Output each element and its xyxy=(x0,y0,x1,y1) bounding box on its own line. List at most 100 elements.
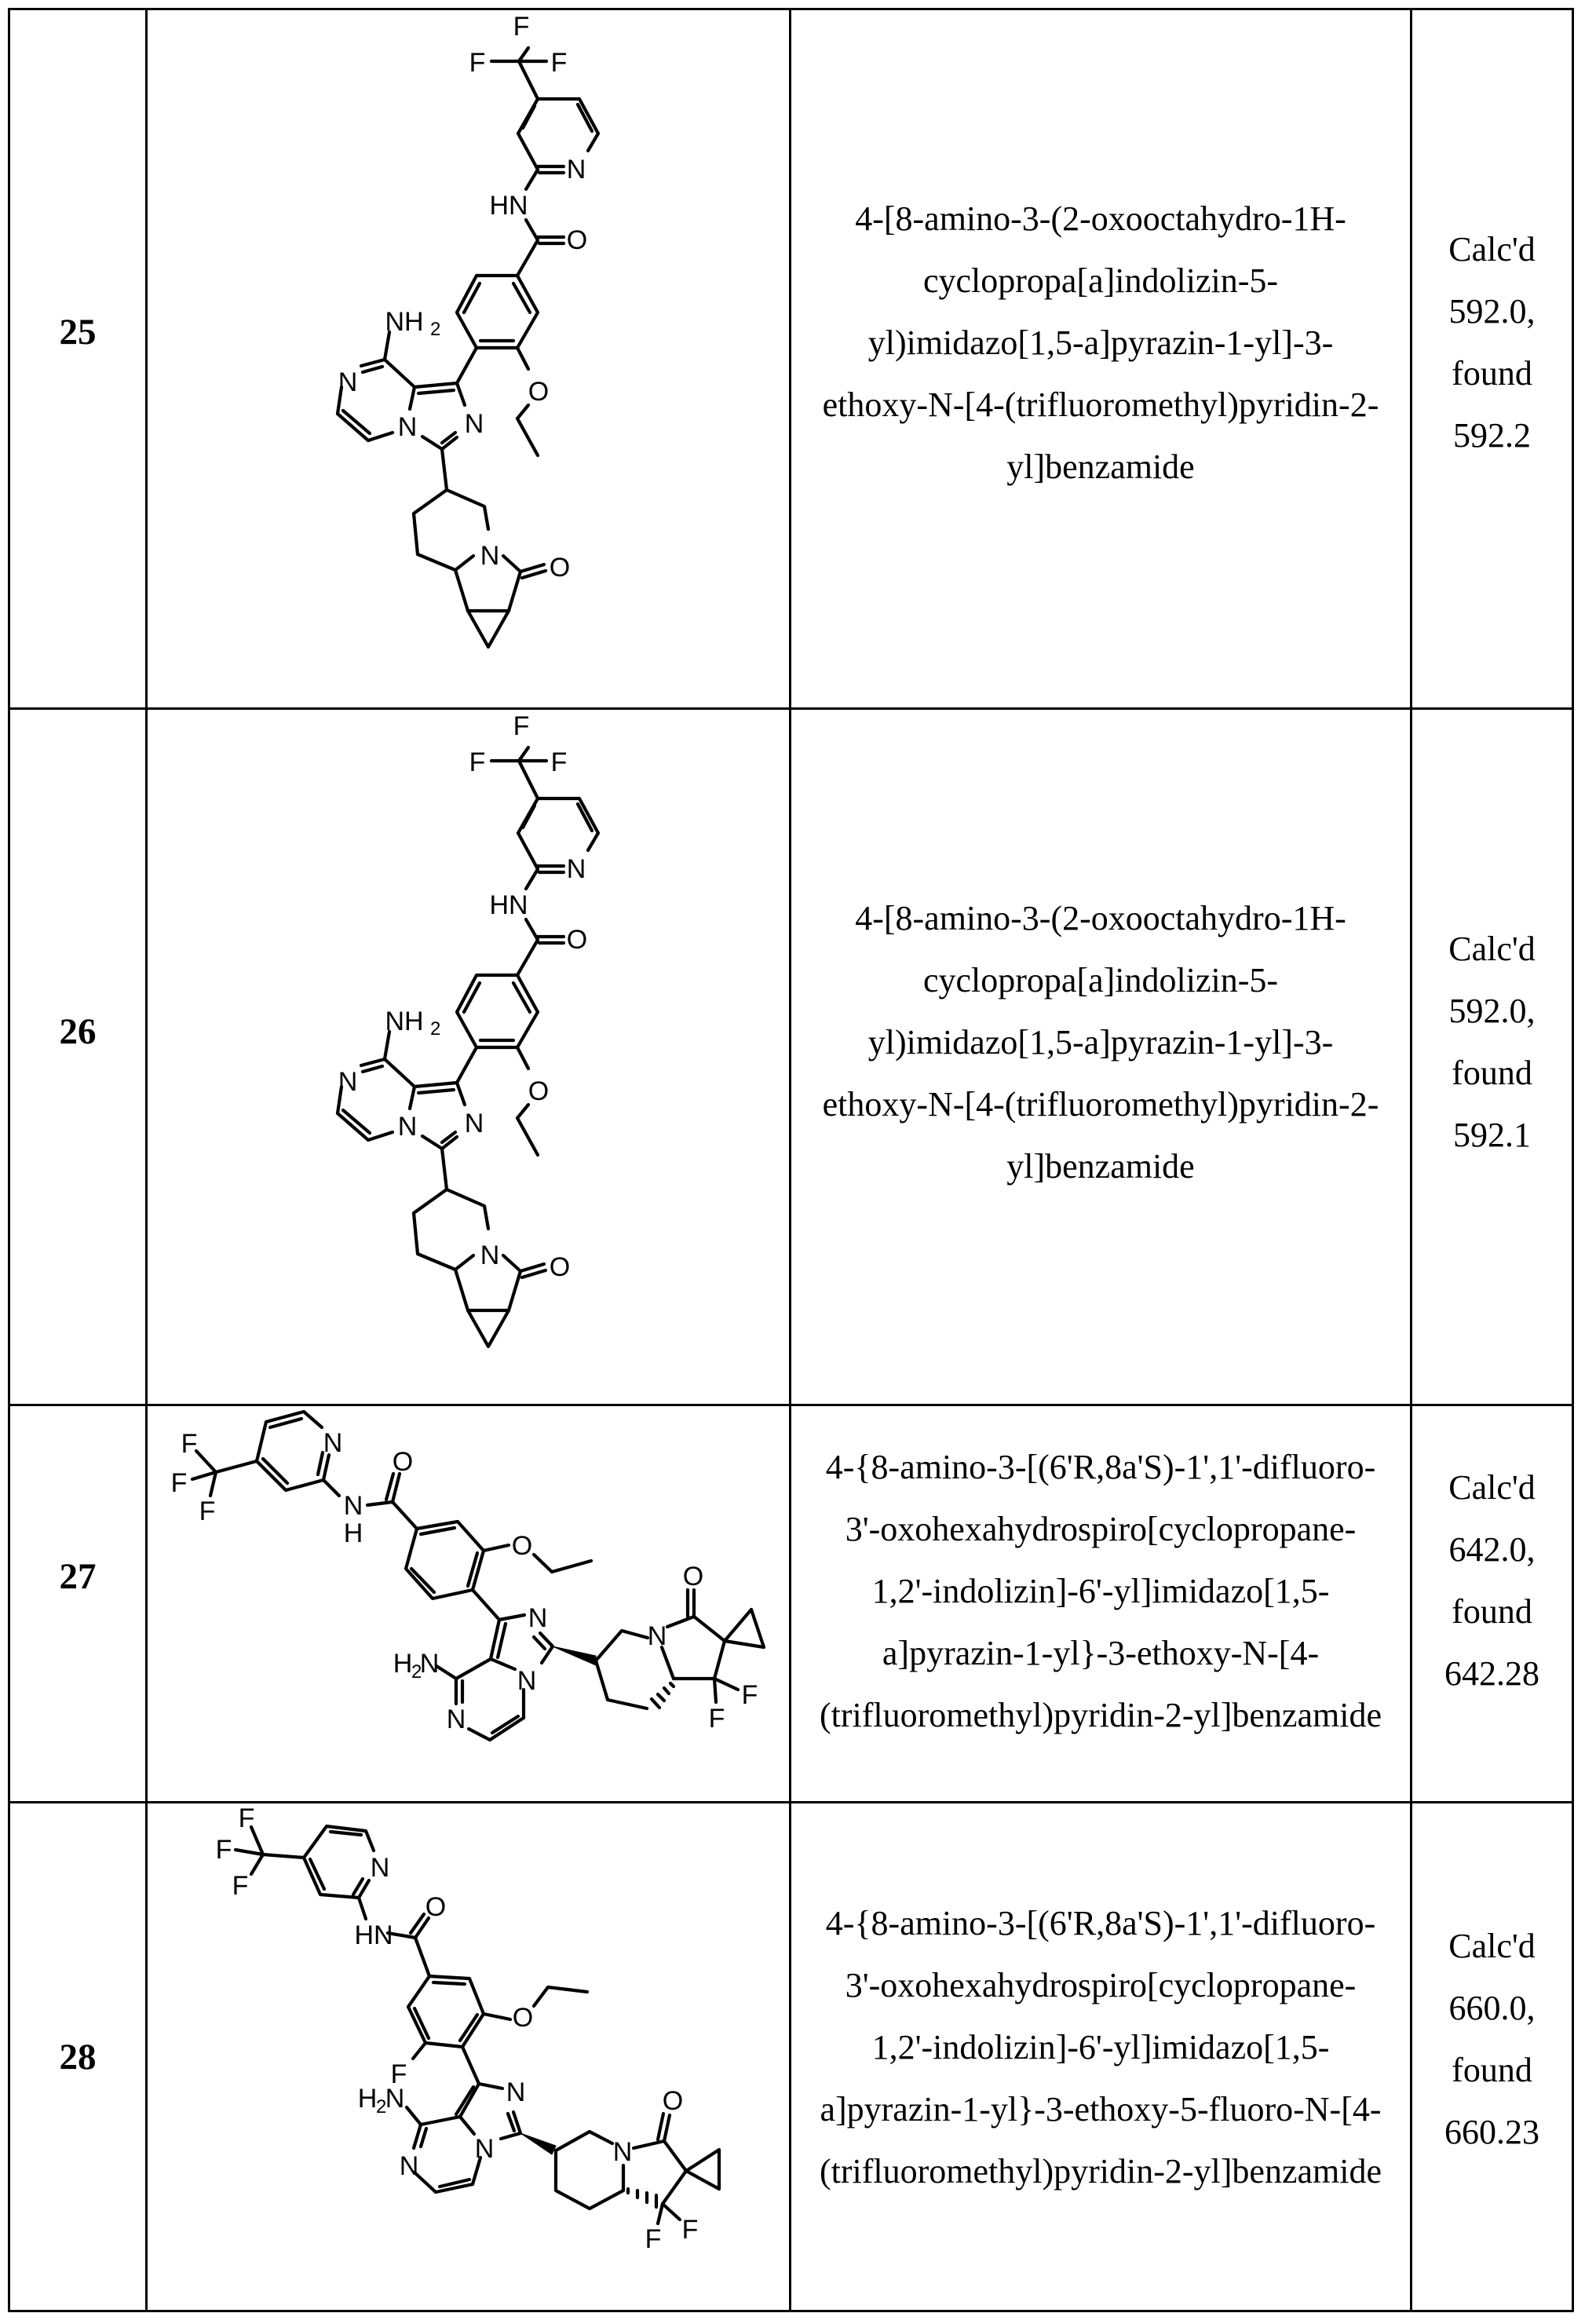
svg-text:N: N xyxy=(465,409,484,439)
svg-text:F: F xyxy=(469,747,486,777)
svg-text:2: 2 xyxy=(430,1018,440,1040)
svg-text:2: 2 xyxy=(411,1661,422,1683)
column-divider-2 xyxy=(789,8,791,2312)
ms-line: 592.0, xyxy=(1448,992,1536,1030)
svg-text:O: O xyxy=(425,1892,446,1922)
svg-text:O: O xyxy=(393,1447,413,1477)
name-line: 1,2'-indolizin]-6'-yl]imidazo[1,5- xyxy=(871,1571,1330,1610)
svg-text:H: H xyxy=(344,1518,363,1548)
svg-text:N: N xyxy=(480,1241,500,1270)
svg-text:O: O xyxy=(550,553,570,583)
svg-text:O: O xyxy=(513,2003,533,2033)
svg-text:N: N xyxy=(567,155,586,185)
svg-text:N: N xyxy=(420,1649,440,1679)
name-line: cyclopropa[a]indolizin-5- xyxy=(922,261,1279,300)
name-line: 1,2'-indolizin]-6'-yl]imidazo[1,5- xyxy=(871,2027,1330,2066)
svg-text:F: F xyxy=(181,1429,198,1459)
name-line: (trifluoromethyl)pyridin-2-yl]benzamide xyxy=(820,1695,1382,1734)
svg-text:F: F xyxy=(199,1496,216,1526)
table-border-top xyxy=(8,8,1574,10)
compound-name: 4-[8-amino-3-(2-oxooctahydro-1H- cyclopr… xyxy=(791,10,1410,674)
example-number: 28 xyxy=(59,2037,97,2077)
svg-text:F: F xyxy=(391,2059,407,2089)
ms-line: 592.1 xyxy=(1453,1116,1531,1154)
structure-example-27: F F F N N H O O N N H2N N N O F F xyxy=(171,1409,766,1742)
mass-spec-data: Calc'd 592.0, found 592.1 xyxy=(1412,710,1572,1374)
svg-text:N: N xyxy=(506,2077,526,2107)
svg-text:N: N xyxy=(480,541,500,571)
name-line: ethoxy-N-[4-(trifluoromethyl)pyridin-2- xyxy=(822,1084,1379,1124)
name-line: 4-[8-amino-3-(2-oxooctahydro-1H- xyxy=(855,898,1346,937)
compound-name: 4-[8-amino-3-(2-oxooctahydro-1H- cyclopr… xyxy=(791,710,1410,1374)
svg-text:N: N xyxy=(398,412,418,442)
row-divider-2 xyxy=(8,1404,1574,1406)
ms-line: 592.0, xyxy=(1448,292,1536,331)
svg-text:O: O xyxy=(567,225,587,255)
structure-example-28: F F F N HN O O F N H2N N N N O F F xyxy=(216,1803,721,2254)
svg-text:2: 2 xyxy=(430,319,440,340)
svg-text:N: N xyxy=(517,1666,537,1696)
svg-text:N: N xyxy=(528,1603,548,1633)
svg-text:N: N xyxy=(648,1621,667,1651)
ms-line: found xyxy=(1452,1054,1532,1092)
table-border-left xyxy=(8,8,10,2312)
compound-name: 4-{8-amino-3-[(6'R,8a'S)-1',1'-difluoro-… xyxy=(791,1803,1410,2290)
ms-line: found xyxy=(1452,2051,1532,2089)
column-divider-3 xyxy=(1410,8,1412,2312)
svg-text:F: F xyxy=(709,1704,725,1734)
table-border-bottom xyxy=(8,2310,1574,2312)
svg-text:N: N xyxy=(475,2134,495,2164)
svg-text:N: N xyxy=(371,1853,390,1883)
svg-text:F: F xyxy=(551,48,568,78)
svg-text:O: O xyxy=(550,1252,570,1282)
svg-text:N: N xyxy=(465,1109,484,1138)
svg-text:F: F xyxy=(232,1871,249,1901)
ms-line: 642.0, xyxy=(1448,1530,1536,1569)
svg-text:F: F xyxy=(239,1803,255,1833)
svg-text:H: H xyxy=(393,1649,413,1679)
ms-line: found xyxy=(1452,354,1532,393)
name-line: yl]benzamide xyxy=(1006,1146,1195,1186)
ms-line: Calc'd xyxy=(1448,230,1536,269)
example-number: 27 xyxy=(59,1556,97,1597)
mass-spec-data: Calc'd 642.0, found 642.28 xyxy=(1412,1406,1572,1755)
table-border-right xyxy=(1572,8,1574,2312)
ms-line: Calc'd xyxy=(1448,1468,1536,1507)
name-line: (trifluoromethyl)pyridin-2-yl]benzamide xyxy=(820,2151,1382,2191)
ms-line: 660.23 xyxy=(1444,2113,1539,2151)
name-line: 3'-oxohexahydrospiro[cyclopropane- xyxy=(845,1965,1357,2004)
mass-spec-data: Calc'd 660.0, found 660.23 xyxy=(1412,1803,1572,2275)
ms-line: found xyxy=(1452,1592,1532,1631)
ms-line: 592.2 xyxy=(1453,416,1531,455)
name-line: 3'-oxohexahydrospiro[cyclopropane- xyxy=(845,1509,1357,1548)
ms-line: Calc'd xyxy=(1448,930,1536,968)
name-line: ethoxy-N-[4-(trifluoromethyl)pyridin-2- xyxy=(822,385,1379,424)
name-line: 4-{8-amino-3-[(6'R,8a'S)-1',1'-difluoro- xyxy=(825,1447,1376,1486)
name-line: yl)imidazo[1,5-a]pyrazin-1-yl]-3- xyxy=(867,323,1334,362)
svg-text:NH: NH xyxy=(385,307,423,337)
svg-text:F: F xyxy=(469,48,486,78)
name-line: 4-[8-amino-3-(2-oxooctahydro-1H- xyxy=(855,199,1346,238)
svg-text:N: N xyxy=(567,854,586,884)
column-divider-1 xyxy=(145,8,148,2312)
ms-line: 642.28 xyxy=(1444,1654,1539,1693)
ms-line: Calc'd xyxy=(1448,1927,1536,1965)
name-line: a]pyrazin-1-yl}-3-ethoxy-N-[4- xyxy=(882,1633,1320,1672)
name-line: a]pyrazin-1-yl}-3-ethoxy-5-fluoro-N-[4- xyxy=(820,2089,1382,2129)
svg-text:HN: HN xyxy=(354,1920,393,1950)
svg-text:F: F xyxy=(513,12,530,42)
svg-text:N: N xyxy=(398,1112,418,1142)
name-line: yl]benzamide xyxy=(1006,447,1195,486)
svg-text:F: F xyxy=(171,1468,188,1498)
svg-text:F: F xyxy=(513,711,530,741)
svg-text:H: H xyxy=(358,2084,378,2114)
svg-text:O: O xyxy=(683,1562,703,1591)
svg-text:HN: HN xyxy=(489,890,528,920)
svg-text:N: N xyxy=(338,1067,358,1097)
svg-text:N: N xyxy=(338,367,358,397)
svg-text:N: N xyxy=(447,1705,466,1734)
svg-text:N: N xyxy=(323,1428,343,1458)
compound-name: 4-{8-amino-3-[(6'R,8a'S)-1',1'-difluoro-… xyxy=(791,1406,1410,1775)
name-line: cyclopropa[a]indolizin-5- xyxy=(922,960,1279,999)
